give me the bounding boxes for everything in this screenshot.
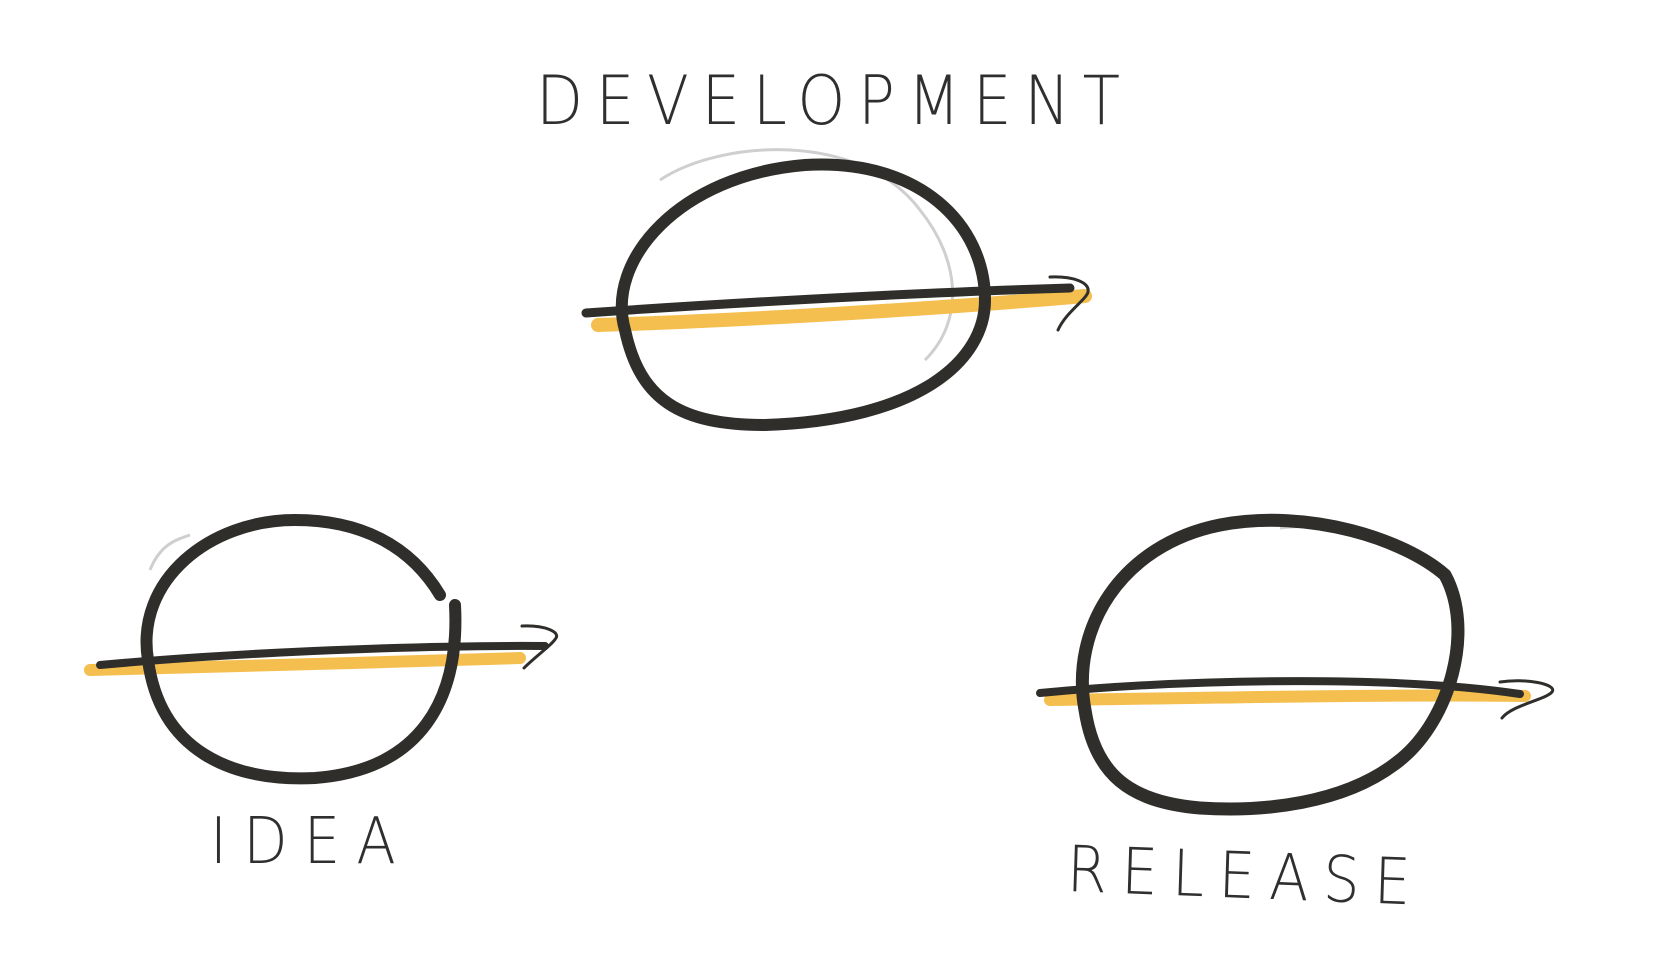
release-label: RELEASE	[1065, 833, 1426, 921]
release-circle	[1075, 513, 1465, 816]
development-arrow-line	[581, 283, 1075, 318]
release-loop	[1036, 513, 1555, 816]
release-highlight-stroke	[1044, 689, 1531, 706]
development-highlight-stroke	[591, 289, 1092, 332]
idea-highlight-stroke	[84, 652, 526, 676]
release-arrow-head	[1498, 679, 1555, 720]
idea-arrow-head	[520, 624, 559, 670]
development-label: DEVELOPMENT	[536, 62, 1133, 141]
idea-pencil-ring	[148, 533, 191, 571]
development-arrow-head	[1048, 275, 1090, 332]
development-circle	[615, 158, 992, 431]
idea-loop	[84, 513, 559, 785]
idea-label: IDEA	[210, 805, 412, 879]
development-loop	[581, 148, 1092, 431]
idea-circle	[140, 513, 462, 785]
release-arrow-line	[1036, 677, 1524, 698]
